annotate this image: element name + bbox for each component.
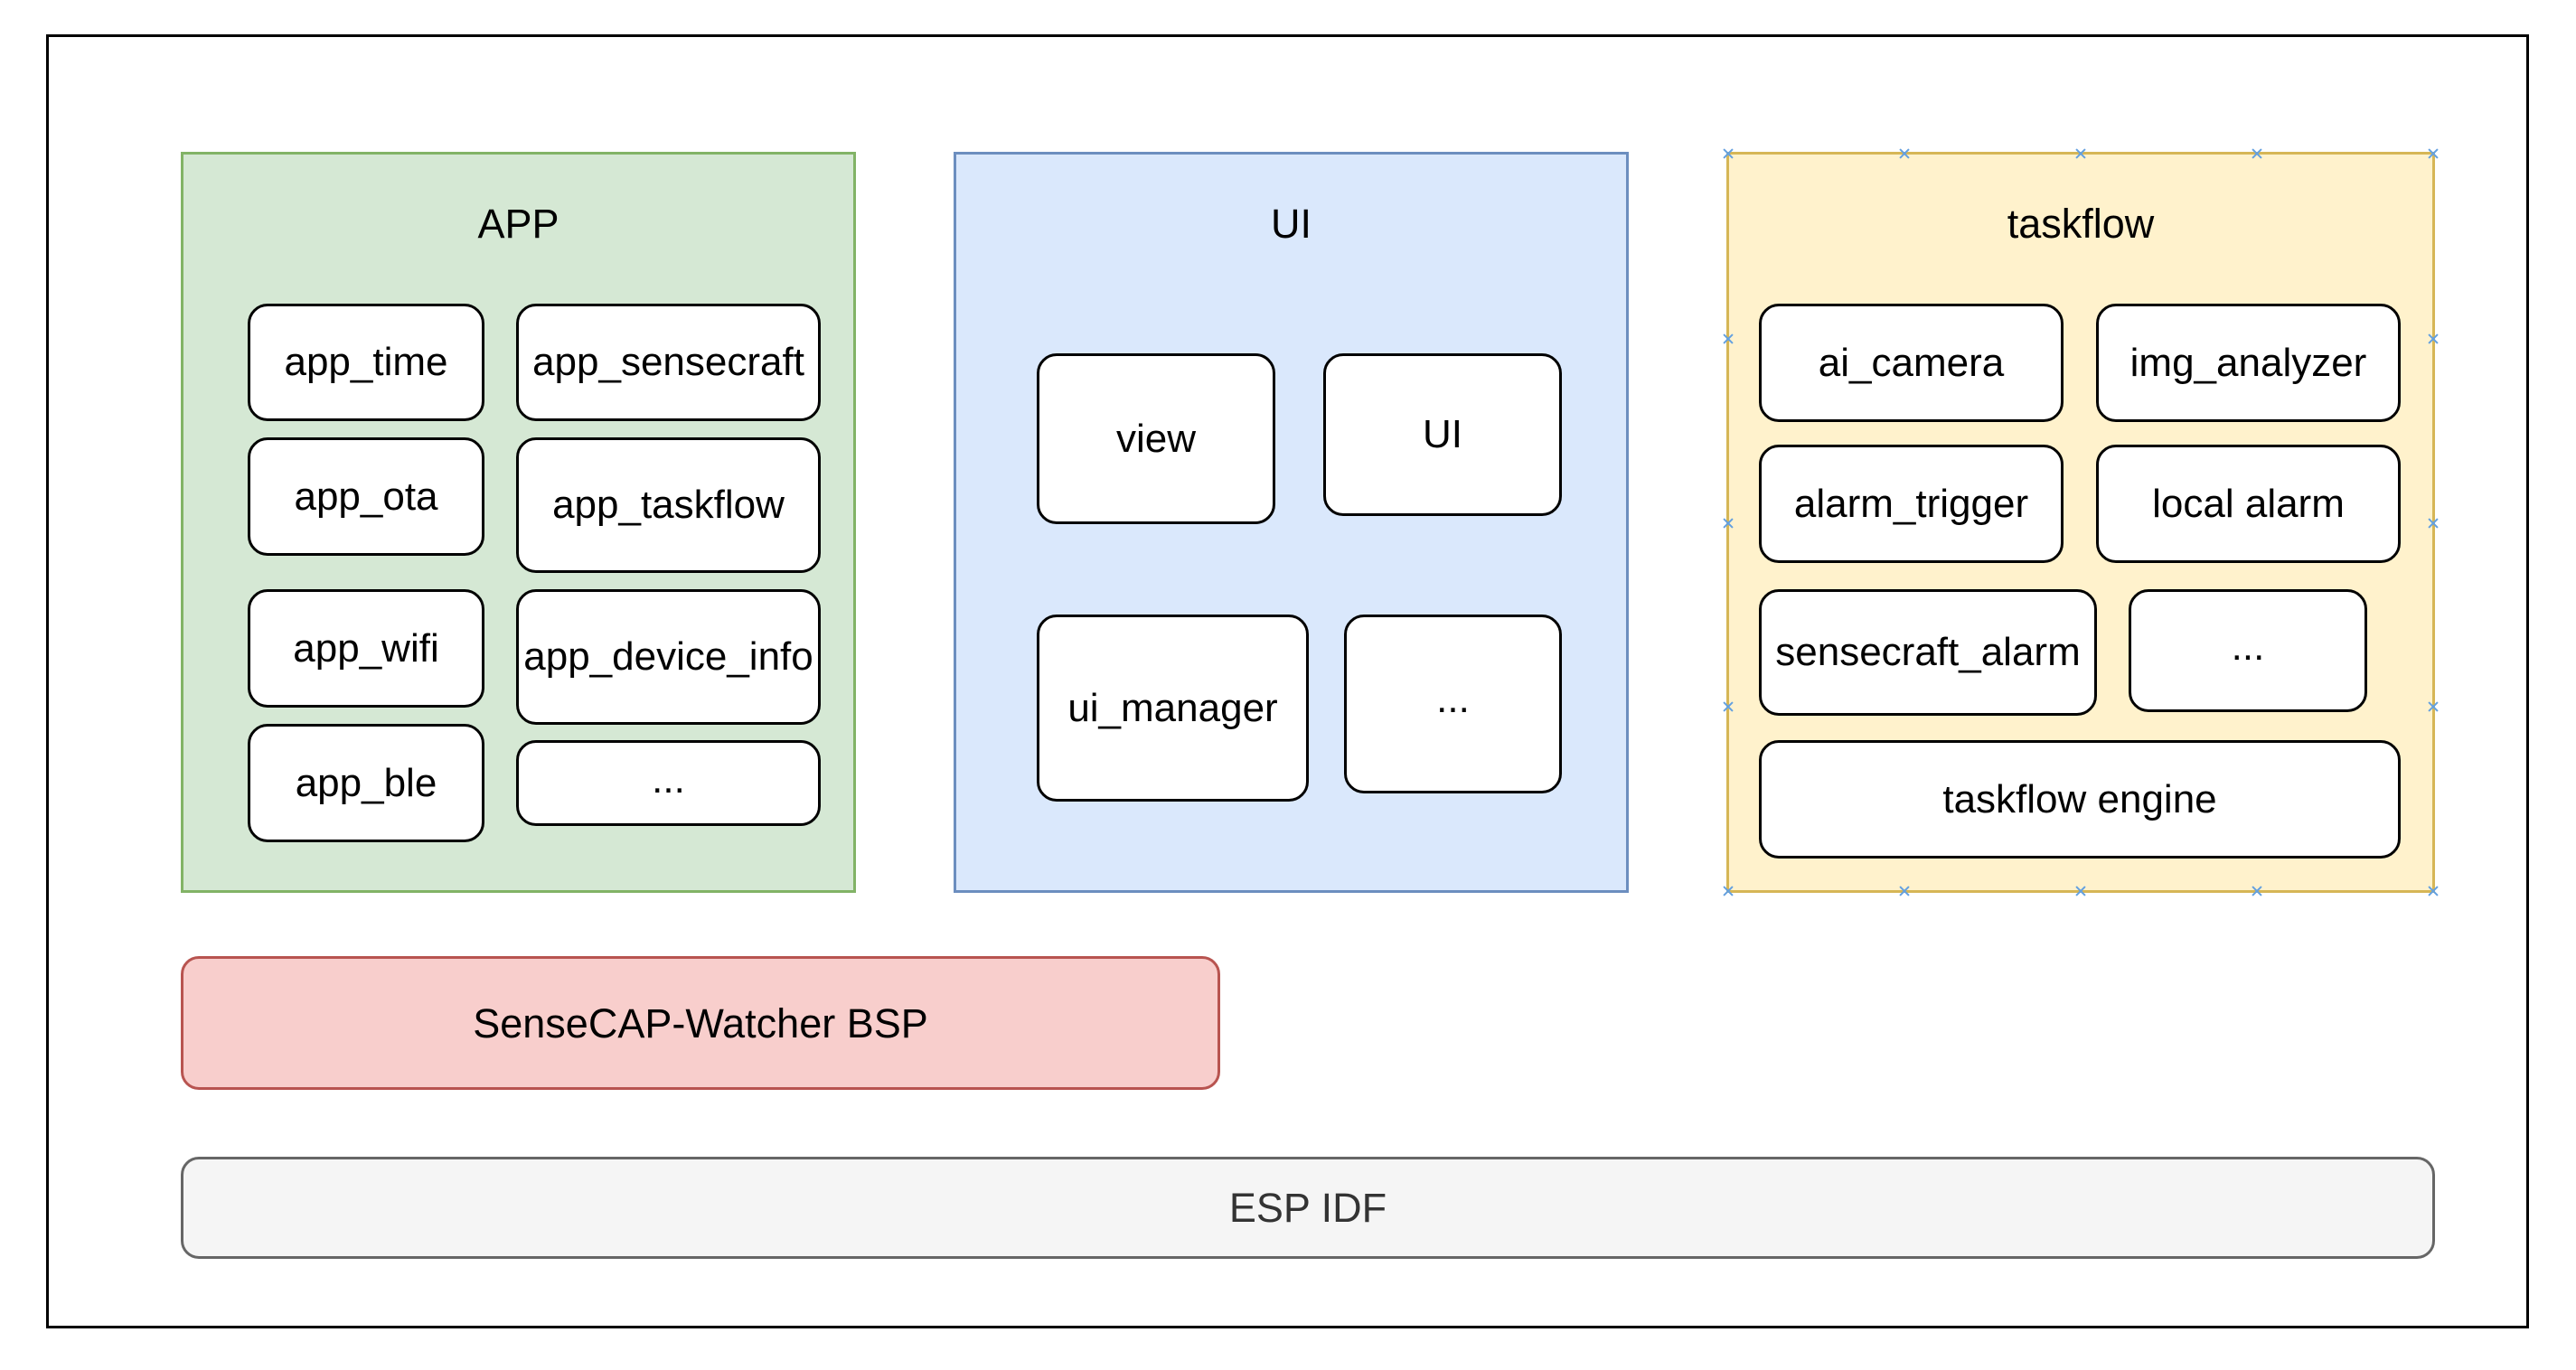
ui-ellipsis-node[interactable]: ... bbox=[1344, 615, 1562, 793]
selection-handle-icon[interactable] bbox=[2075, 148, 2086, 159]
selection-handle-icon[interactable] bbox=[1723, 518, 1734, 529]
ui-ui-node[interactable]: UI bbox=[1323, 353, 1562, 516]
app-sensecraft-node[interactable]: app_sensecraft bbox=[516, 304, 821, 421]
ui-view-node[interactable]: view bbox=[1037, 353, 1275, 524]
selection-handle-icon[interactable] bbox=[2428, 886, 2439, 896]
selection-handle-icon[interactable] bbox=[1723, 148, 1734, 159]
selection-handle-icon[interactable] bbox=[2428, 333, 2439, 344]
alarm-trigger-node[interactable]: alarm_trigger bbox=[1759, 445, 2064, 563]
selection-handle-icon[interactable] bbox=[2252, 148, 2262, 159]
sensecraft-alarm-node[interactable]: sensecraft_alarm bbox=[1759, 589, 2097, 716]
selection-handle-icon[interactable] bbox=[2075, 886, 2086, 896]
selection-handle-icon[interactable] bbox=[1723, 701, 1734, 712]
ui-manager-node[interactable]: ui_manager bbox=[1037, 615, 1309, 802]
selection-handle-icon[interactable] bbox=[1899, 148, 1910, 159]
esp-idf-layer[interactable]: ESP IDF bbox=[181, 1157, 2435, 1259]
app-wifi-node[interactable]: app_wifi bbox=[248, 589, 484, 708]
selection-handle-icon[interactable] bbox=[1723, 333, 1734, 344]
app-time-node[interactable]: app_time bbox=[248, 304, 484, 421]
selection-handle-icon[interactable] bbox=[2428, 148, 2439, 159]
selection-handle-icon[interactable] bbox=[2428, 701, 2439, 712]
selection-handle-icon[interactable] bbox=[1723, 886, 1734, 896]
img-analyzer-node[interactable]: img_analyzer bbox=[2096, 304, 2401, 422]
app-ble-node[interactable]: app_ble bbox=[248, 724, 484, 842]
app-ellipsis-node[interactable]: ... bbox=[516, 740, 821, 826]
bsp-layer[interactable]: SenseCAP-Watcher BSP bbox=[181, 956, 1220, 1090]
selection-handle-icon[interactable] bbox=[1899, 886, 1910, 896]
taskflow-ellipsis-node[interactable]: ... bbox=[2129, 589, 2367, 712]
taskflow-group-title: taskflow bbox=[2007, 201, 2155, 247]
app-taskflow-node[interactable]: app_taskflow bbox=[516, 437, 821, 573]
app-group-title: APP bbox=[477, 201, 559, 247]
selection-handle-icon[interactable] bbox=[2428, 518, 2439, 529]
local-alarm-node[interactable]: local alarm bbox=[2096, 445, 2401, 563]
selection-handle-icon[interactable] bbox=[2252, 886, 2262, 896]
app-ota-node[interactable]: app_ota bbox=[248, 437, 484, 556]
ui-group-title: UI bbox=[1271, 201, 1312, 247]
ai-camera-node[interactable]: ai_camera bbox=[1759, 304, 2064, 422]
taskflow-engine-node[interactable]: taskflow engine bbox=[1759, 740, 2401, 859]
app-device-info-node[interactable]: app_device_info bbox=[516, 589, 821, 725]
